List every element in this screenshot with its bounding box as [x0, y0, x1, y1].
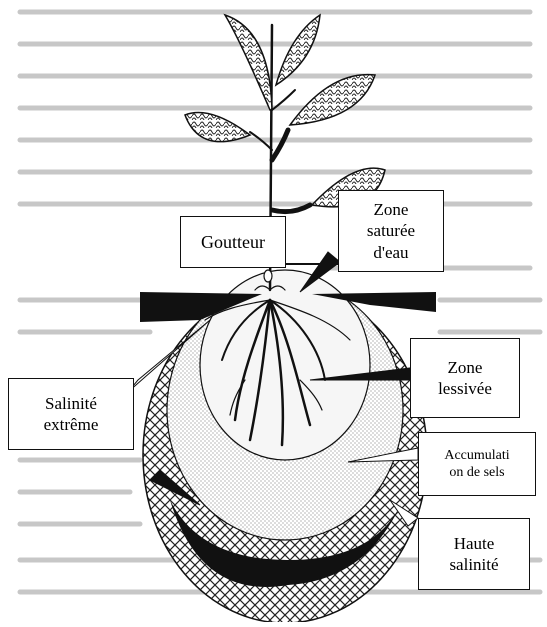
label-accumulation: Accumulati on de sels [418, 432, 536, 496]
label-zone-saturee: Zone saturée d'eau [338, 190, 444, 272]
label-goutteur: Goutteur [180, 216, 286, 268]
label-salinite-extreme: Salinité extrême [8, 378, 134, 450]
dripper-drop [264, 270, 272, 282]
leaf-mid-right [290, 75, 375, 125]
leaf-top-left [225, 15, 272, 110]
label-haute-salinite: Haute salinité [418, 518, 530, 590]
leaf-mid-left [185, 113, 250, 142]
label-zone-lessivee: Zone lessivée [410, 338, 520, 418]
